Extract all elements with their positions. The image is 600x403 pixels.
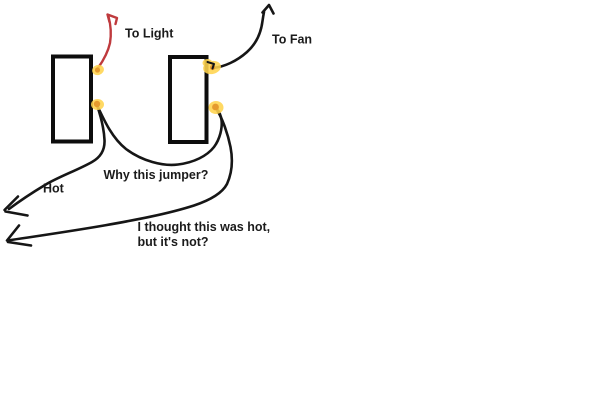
not-hot-question-line1: I thought this was hot, [138,220,271,234]
left-switch-box [51,54,93,144]
to-light-label: To Light [125,27,174,41]
left-upper-terminal-screw [94,67,101,73]
fan-wire [211,10,266,70]
right-lower-terminal-screw [212,103,219,111]
switched-hot-wire [6,109,234,242]
left-lower-terminal-screw [93,100,101,108]
to-fan-label: To Fan [272,33,312,47]
not-hot-question-line2: but it's not? [138,235,209,249]
hot-wire [7,103,106,211]
switched-hot-arrowhead-icon [5,224,33,247]
switch-boxes [51,54,209,144]
labels-group: To Light To Fan Hot Why this jumper? I t… [43,27,312,250]
light-wire [96,15,112,70]
light-arrowhead-icon [106,13,119,26]
light-wire-group [96,13,119,70]
right-switch-box [168,55,209,144]
fan-arrowhead-icon [261,3,275,15]
right-upper-terminal-hook [206,61,215,70]
black-wires-group [3,3,275,247]
jumper-question-label: Why this jumper? [104,168,209,182]
hot-label: Hot [43,182,65,196]
hot-arrowhead-icon [3,195,29,217]
